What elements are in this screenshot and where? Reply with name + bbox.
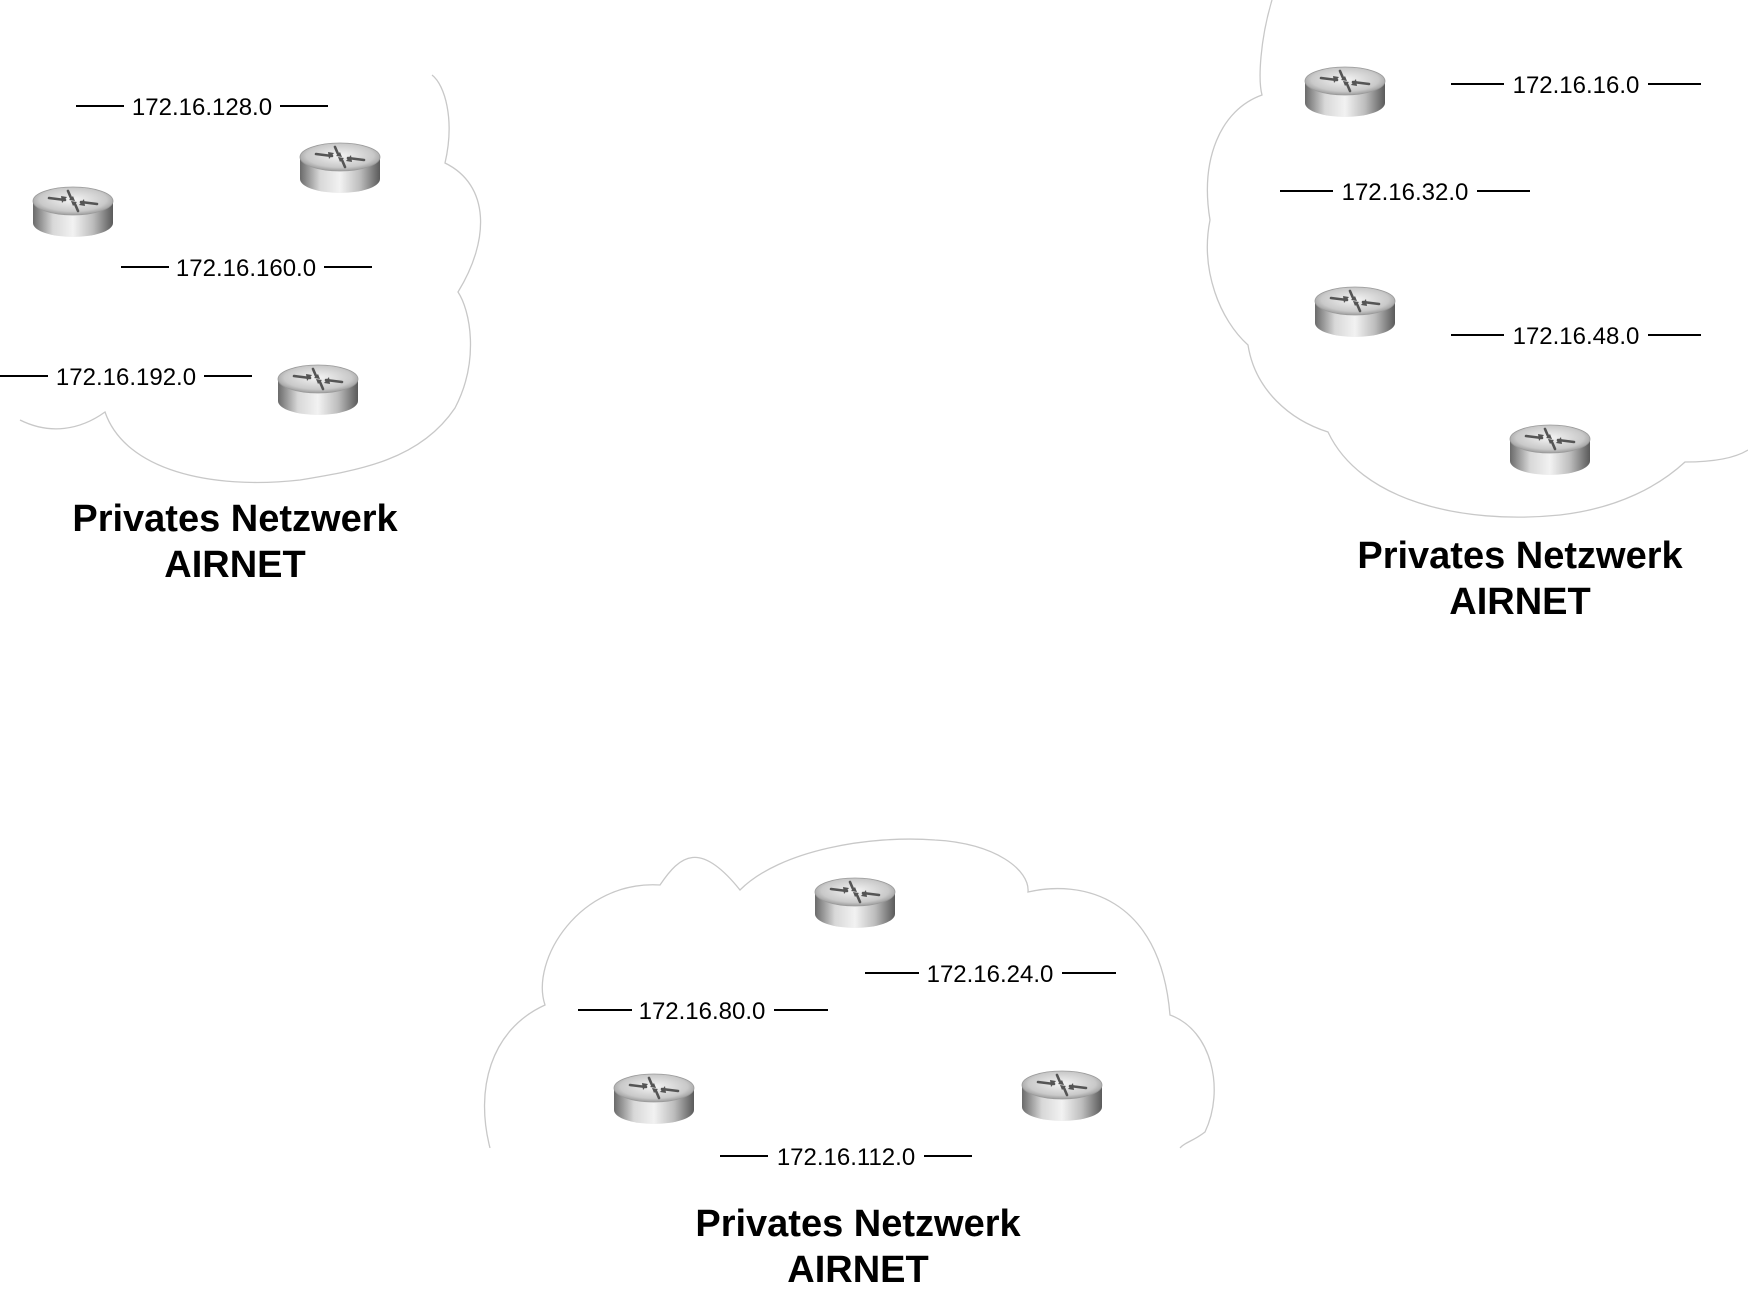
router[interactable] xyxy=(813,876,897,930)
subnet-label: 172.16.48.0 xyxy=(1513,323,1640,350)
cloud-bottom: 172.16.24.0 172.16.80.0 172.16.112.0 Pri… xyxy=(483,838,1215,1291)
subnet-label: 172.16.192.0 xyxy=(56,364,196,391)
subnet-label: 172.16.16.0 xyxy=(1513,72,1640,99)
cloud-right: 172.16.16.0 172.16.32.0 172.16.48.0 Priv… xyxy=(1206,0,1748,623)
subnet-line: 172.16.192.0 xyxy=(0,364,252,391)
cloud-bottom-outline xyxy=(483,838,1215,1149)
subnet-line: 172.16.48.0 xyxy=(1451,323,1701,350)
router[interactable] xyxy=(1313,285,1397,339)
subnet-label: 172.16.160.0 xyxy=(176,255,316,282)
router[interactable] xyxy=(298,141,382,195)
cloud-title: Privates Netzwerk xyxy=(695,1203,1021,1245)
router[interactable] xyxy=(31,185,115,239)
subnet-label: 172.16.112.0 xyxy=(777,1144,915,1171)
cloud-left-outline xyxy=(19,74,482,484)
subnet-line: 172.16.24.0 xyxy=(865,961,1116,988)
cloud-subtitle: AIRNET xyxy=(1449,581,1590,623)
cloud-subtitle: AIRNET xyxy=(787,1249,928,1291)
subnet-label: 172.16.24.0 xyxy=(927,961,1054,988)
subnet-line: 172.16.128.0 xyxy=(76,94,328,121)
cloud-subtitle: AIRNET xyxy=(164,544,305,586)
subnet-line: 172.16.112.0 xyxy=(720,1144,972,1171)
router[interactable] xyxy=(1020,1069,1104,1123)
subnet-line: 172.16.32.0 xyxy=(1280,179,1530,206)
subnet-line: 172.16.160.0 xyxy=(121,255,372,282)
cloud-title: Privates Netzwerk xyxy=(72,498,398,540)
subnet-label: 172.16.80.0 xyxy=(639,998,766,1025)
subnet-line: 172.16.16.0 xyxy=(1451,72,1701,99)
cloud-right-outline xyxy=(1206,0,1748,518)
router[interactable] xyxy=(276,363,360,417)
subnet-label: 172.16.128.0 xyxy=(132,94,272,121)
router[interactable] xyxy=(612,1072,696,1126)
cloud-left: 172.16.128.0 172.16.160.0 172.16.192.0 P… xyxy=(0,74,482,586)
cloud-title: Privates Netzwerk xyxy=(1357,535,1683,577)
router[interactable] xyxy=(1303,65,1387,119)
subnet-label: 172.16.32.0 xyxy=(1342,179,1469,206)
subnet-line: 172.16.80.0 xyxy=(578,998,828,1025)
router[interactable] xyxy=(1508,423,1592,477)
